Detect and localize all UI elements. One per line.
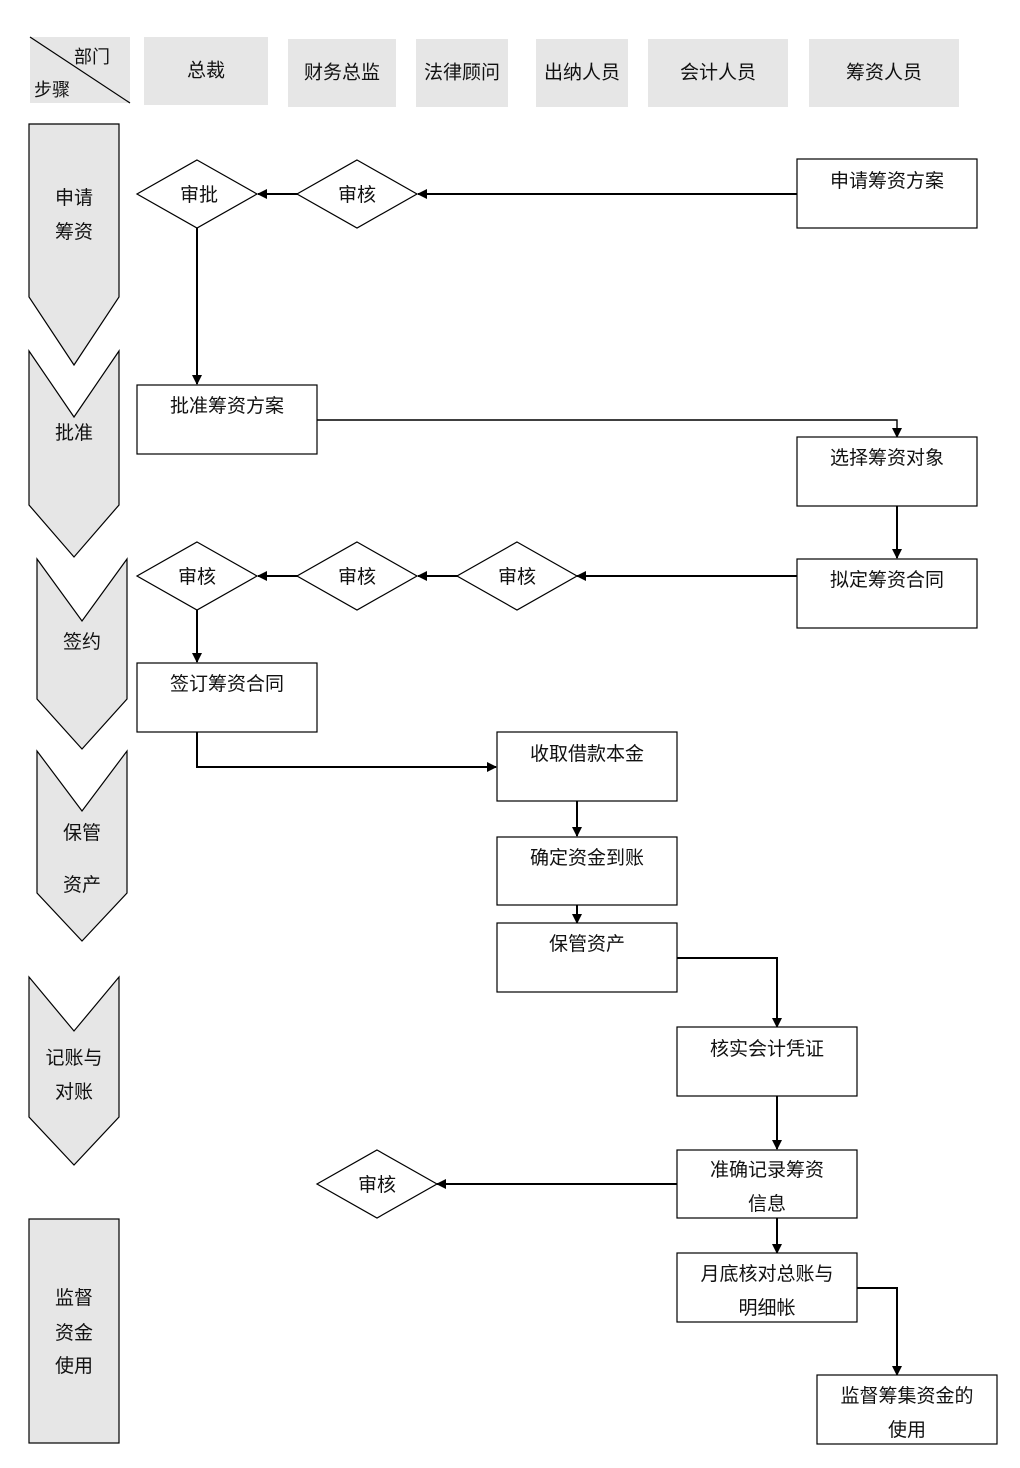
arrow-plan-approved-to-select bbox=[317, 419, 902, 438]
node-month-reconcile: 月底核对总账与 明细帐 bbox=[676, 1252, 858, 1323]
decision-review-cfo-3-text: 审核 bbox=[358, 1174, 396, 1196]
node-draft-contract: 拟定筹资合同 bbox=[796, 558, 978, 629]
dept-label-legal: 法律顾问 bbox=[424, 62, 500, 84]
decision-review-cfo-2: 审核 bbox=[295, 541, 419, 611]
node-confirm-funds-text: 确定资金到账 bbox=[530, 847, 644, 869]
connectors bbox=[192, 189, 902, 1376]
process-boxes: 申请筹资方案 批准筹资方案 选择筹资对象 拟定筹资合同 签订筹资合同 收取借款本… bbox=[136, 158, 998, 1445]
node-sign-contract: 签订筹资合同 bbox=[136, 662, 318, 733]
node-apply-plan-text: 申请筹资方案 bbox=[830, 170, 944, 192]
arrow-reconcile-to-supervise bbox=[857, 1287, 902, 1376]
decision-diamonds: 审批 审核 审核 审核 审核 审核 bbox=[135, 159, 579, 1219]
step-book-line-1: 记账与 bbox=[45, 1047, 102, 1069]
node-record-info: 准确记录筹资 信息 bbox=[676, 1149, 858, 1219]
step-sign: 签约 bbox=[36, 557, 128, 750]
node-supervise-use: 监督筹集资金的 使用 bbox=[816, 1374, 998, 1445]
node-record-info-line-2: 信息 bbox=[748, 1193, 786, 1215]
node-verify-voucher: 核实会计凭证 bbox=[676, 1026, 858, 1097]
step-supervise: 监督 资金 使用 bbox=[28, 1218, 120, 1444]
step-keep-line-2: 资产 bbox=[63, 874, 101, 896]
step-book-line-2: 对账 bbox=[55, 1081, 93, 1103]
node-select-target: 选择筹资对象 bbox=[796, 436, 978, 507]
dept-header-financing-staff bbox=[809, 39, 959, 107]
corner-step-label: 步骤 bbox=[34, 80, 70, 101]
step-approve-line-1: 批准 bbox=[55, 422, 93, 444]
node-select-target-text: 选择筹资对象 bbox=[830, 447, 944, 469]
decision-review-legal: 审核 bbox=[455, 541, 579, 611]
node-supervise-use-line-2: 使用 bbox=[888, 1419, 926, 1441]
dept-label-accountant: 会计人员 bbox=[680, 62, 756, 84]
node-approved-plan: 批准筹资方案 bbox=[136, 384, 318, 455]
step-keep-line-1: 保管 bbox=[63, 822, 101, 844]
node-keep-assets: 保管资产 bbox=[496, 922, 678, 993]
step-supervise-line-3: 使用 bbox=[55, 1355, 93, 1377]
decision-review-ceo-2: 审核 bbox=[135, 541, 259, 611]
decision-approve-ceo-text: 审批 bbox=[180, 184, 218, 206]
dept-label-cfo: 财务总监 bbox=[304, 62, 380, 84]
node-record-info-line-1: 准确记录筹资 bbox=[710, 1159, 824, 1181]
step-sign-line-1: 签约 bbox=[63, 631, 101, 653]
department-headers: 总裁 财务总监 法律顾问 出纳人员 会计人员 筹资人员 bbox=[144, 37, 959, 107]
decision-review-cfo-1: 审核 bbox=[295, 159, 419, 229]
node-confirm-funds: 确定资金到账 bbox=[496, 836, 678, 906]
step-bookkeeping: 记账与 对账 bbox=[28, 975, 120, 1166]
node-supervise-use-line-1: 监督筹集资金的 bbox=[840, 1385, 973, 1407]
decision-review-cfo-2-text: 审核 bbox=[338, 566, 376, 588]
node-month-reconcile-line-2: 明细帐 bbox=[738, 1297, 795, 1319]
step-apply-line-1: 申请 bbox=[55, 187, 93, 209]
node-apply-plan: 申请筹资方案 bbox=[796, 158, 978, 229]
dept-header-legal bbox=[416, 39, 508, 107]
step-supervise-line-2: 资金 bbox=[55, 1322, 93, 1344]
arrow-keep-to-verify bbox=[677, 957, 782, 1028]
dept-header-cashier bbox=[536, 39, 628, 107]
step-apply-line-2: 筹资 bbox=[55, 221, 93, 243]
step-apply: 申请 筹资 bbox=[28, 123, 120, 367]
node-verify-voucher-text: 核实会计凭证 bbox=[710, 1038, 824, 1060]
header-corner: 部门 步骤 bbox=[29, 36, 131, 104]
decision-approve-ceo: 审批 bbox=[135, 159, 259, 229]
decision-review-cfo-1-text: 审核 bbox=[338, 184, 376, 206]
step-supervise-line-1: 监督 bbox=[55, 1287, 93, 1309]
node-receive-principal-text: 收取借款本金 bbox=[530, 743, 644, 765]
node-month-reconcile-line-1: 月底核对总账与 bbox=[700, 1263, 833, 1285]
node-approved-plan-text: 批准筹资方案 bbox=[170, 395, 284, 417]
arrow-sign-to-receive bbox=[196, 732, 497, 772]
dept-label-financing-staff: 筹资人员 bbox=[846, 62, 922, 84]
step-keep-assets: 保管 资产 bbox=[36, 749, 128, 942]
decision-review-ceo-2-text: 审核 bbox=[178, 566, 216, 588]
corner-dept-label: 部门 bbox=[74, 47, 110, 68]
dept-header-cfo bbox=[288, 39, 396, 107]
decision-review-legal-text: 审核 bbox=[498, 566, 536, 588]
node-sign-contract-text: 签订筹资合同 bbox=[170, 673, 284, 695]
node-keep-assets-text: 保管资产 bbox=[549, 933, 625, 955]
step-column: 申请 筹资 批准 签约 保管 资产 记账与 对账 监督 资金 使用 bbox=[28, 123, 128, 1444]
step-approve: 批准 bbox=[28, 349, 120, 558]
dept-header-accountant bbox=[648, 39, 788, 107]
node-receive-principal: 收取借款本金 bbox=[496, 731, 678, 802]
node-draft-contract-text: 拟定筹资合同 bbox=[830, 569, 944, 591]
decision-review-cfo-3: 审核 bbox=[315, 1149, 439, 1219]
dept-label-cashier: 出纳人员 bbox=[544, 62, 620, 84]
dept-header-president bbox=[144, 37, 268, 105]
dept-label-president: 总裁 bbox=[187, 60, 225, 82]
